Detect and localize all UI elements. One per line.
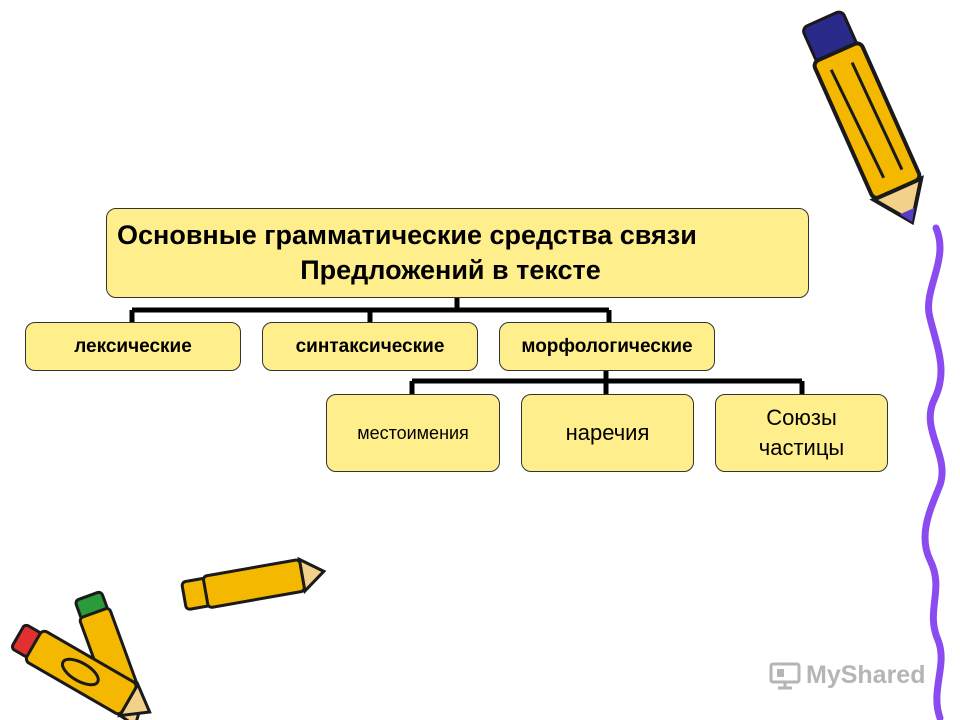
node-label: морфологические — [521, 335, 693, 357]
node-label: лексические — [74, 335, 192, 357]
node-adverbs: наречия — [521, 394, 694, 472]
node-conjunctions-particles: Союзы частицы — [715, 394, 888, 472]
node-morphological: морфологические — [499, 322, 715, 371]
pencil-icon — [180, 556, 327, 611]
node-label: наречия — [565, 420, 650, 445]
node-label-line2: частицы — [758, 435, 845, 460]
root-node-line2: Предложений в тексте — [300, 255, 601, 285]
pencil-icon — [10, 623, 152, 718]
watermark: MyShared — [768, 658, 925, 692]
presentation-logo-icon — [769, 662, 801, 690]
root-node: Основные грамматические средства связи П… — [106, 208, 809, 298]
squiggle-line-icon — [921, 224, 946, 720]
node-label-line1: Союзы — [766, 405, 837, 430]
pencil-icon — [802, 10, 924, 226]
node-syntactic: синтаксические — [262, 322, 478, 371]
node-label: синтаксические — [295, 335, 445, 357]
watermark-text: MyShared — [806, 660, 926, 689]
node-pronouns: местоимения — [326, 394, 500, 472]
node-lexical: лексические — [25, 322, 241, 371]
root-node-line1: Основные грамматические средства связи — [117, 220, 697, 250]
node-label: местоимения — [357, 422, 469, 443]
